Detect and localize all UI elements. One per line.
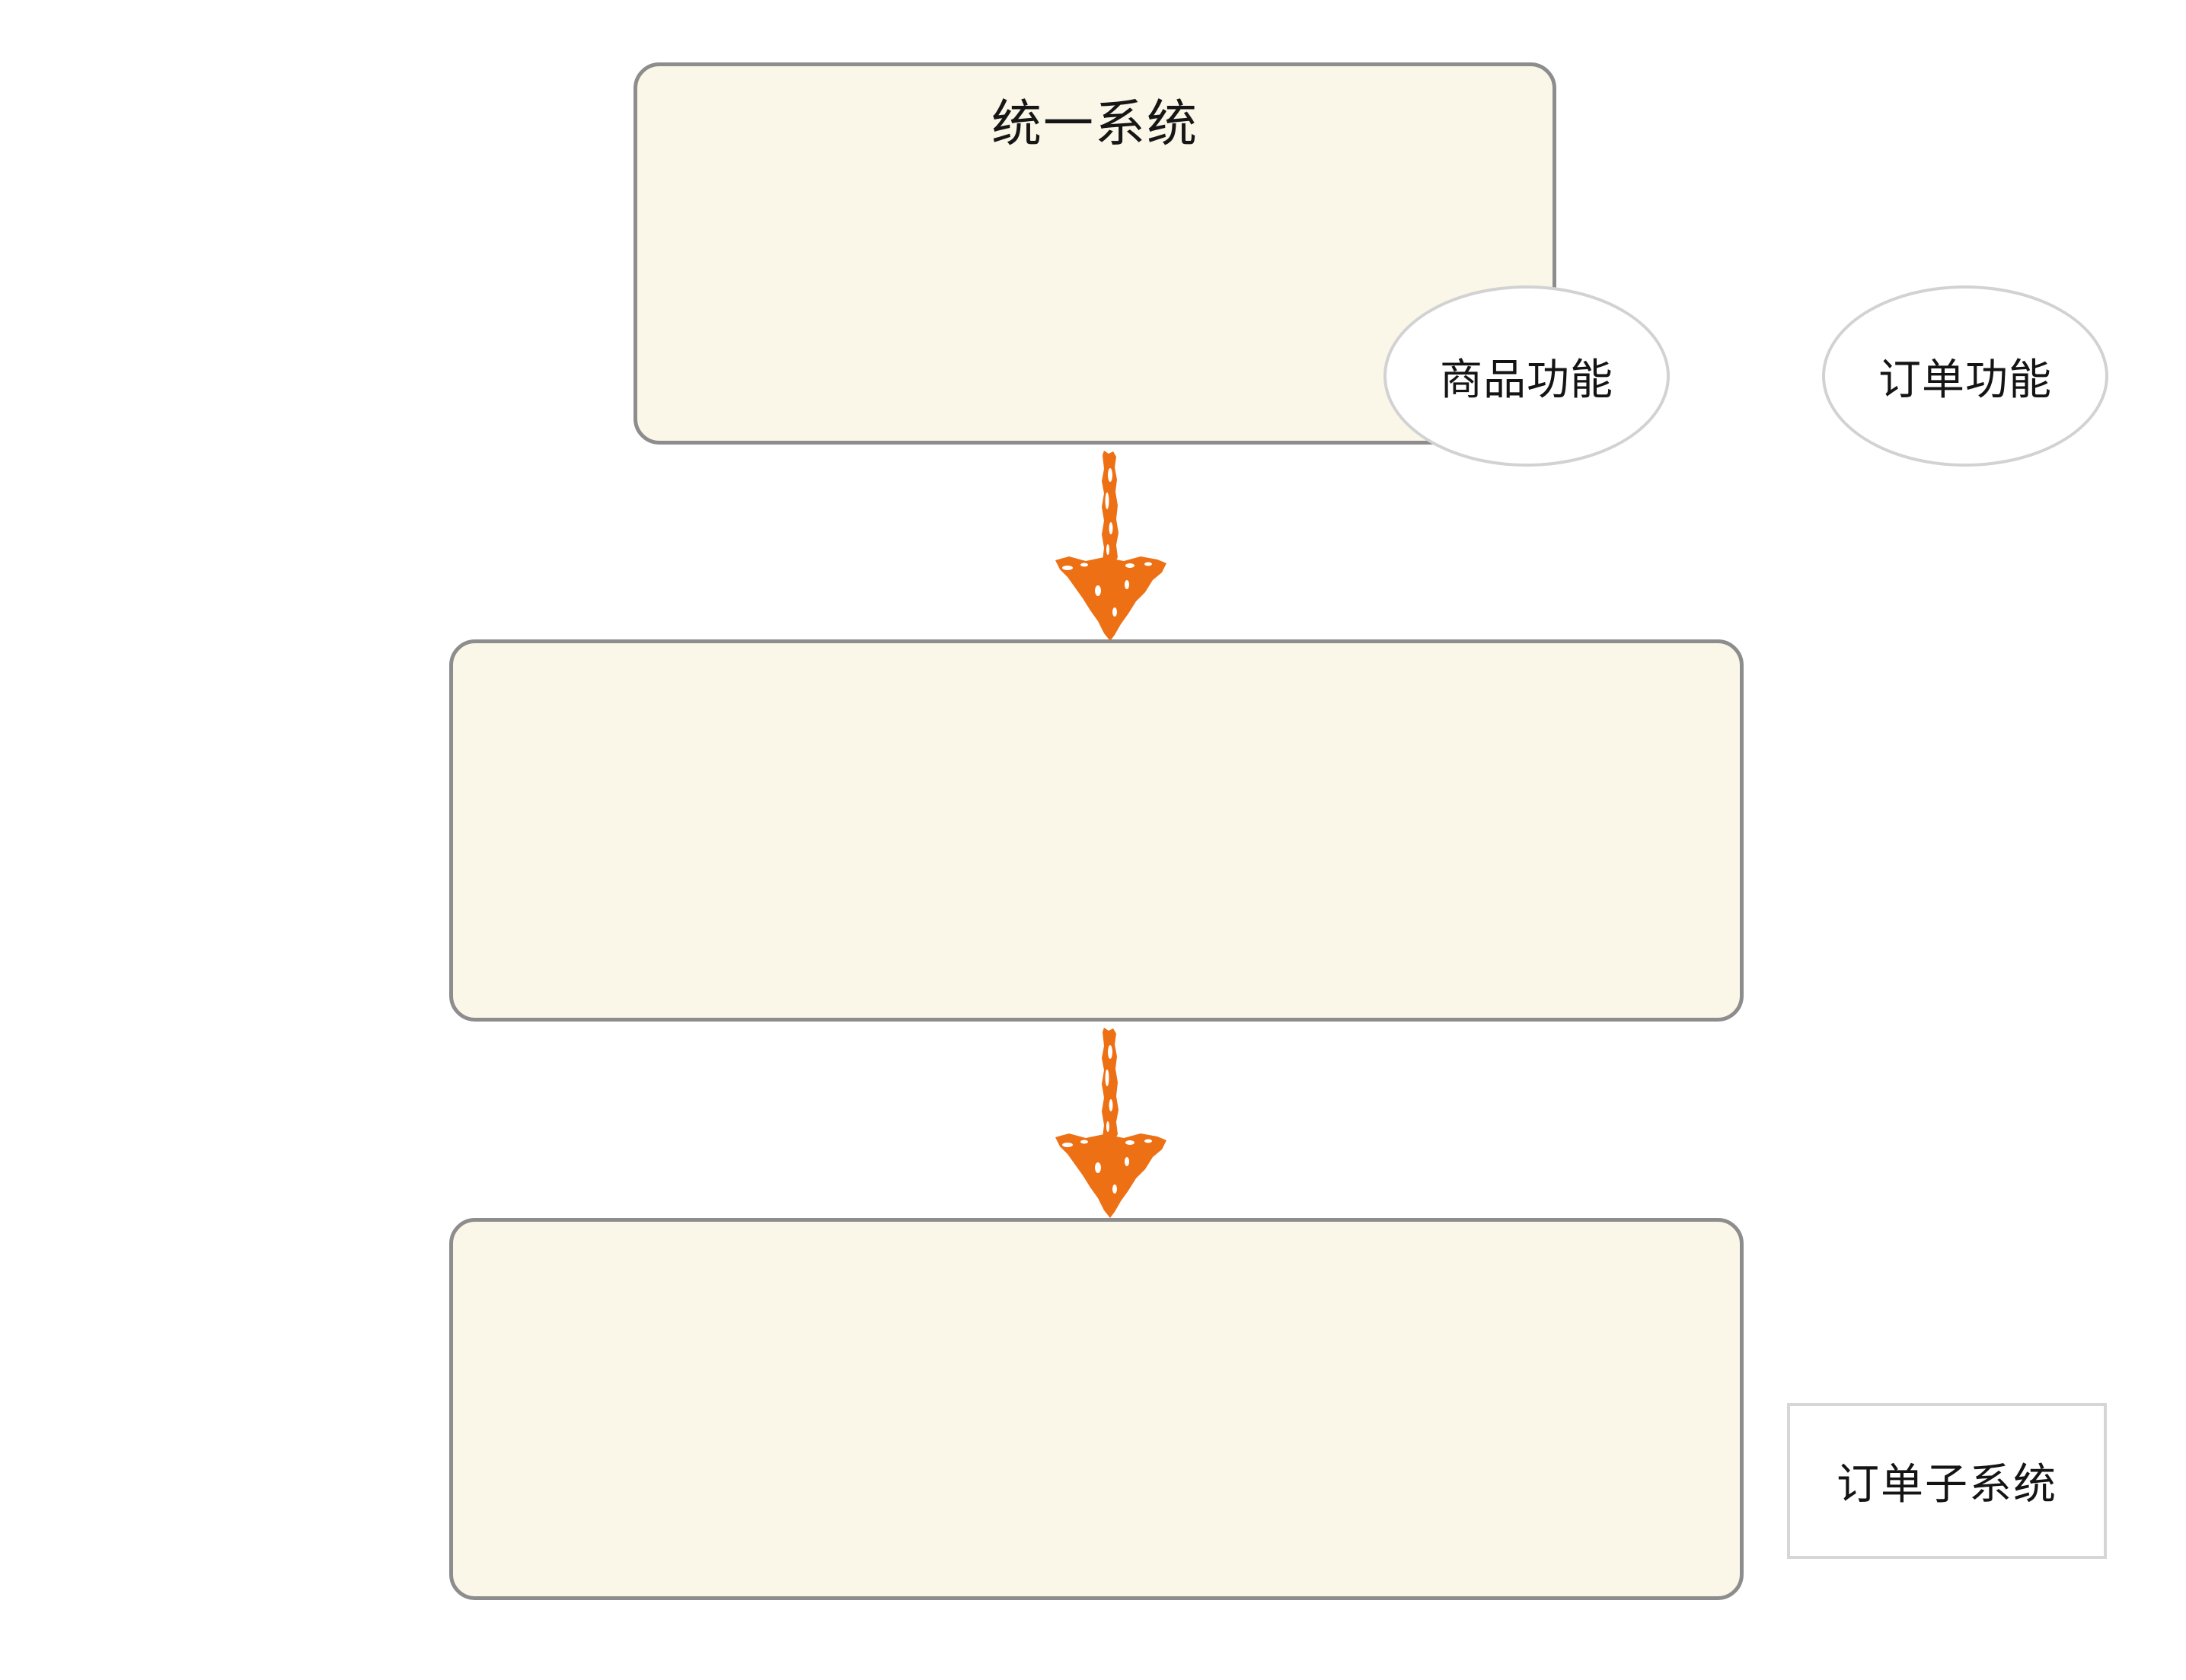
node-order-subsystem[interactable]: 订单子系统 [1787,1403,2107,1559]
arrow-down-middle-to-bottom [1051,1026,1173,1224]
node-product-function[interactable]: 商品功能 [1383,285,1670,467]
group-unified-system: 统一系统 商品功能 订单功能 [633,62,2108,467]
group-title-unified-system: 统一系统 [991,95,1198,151]
group-subsystems-level1: 商品子系统 订单子系统 [449,639,2107,1559]
group-subsystems-level2: 商品管理子系统 商品展示子系统 订单管理子系统 商品查询子系统 订单统计子系统 … [449,1218,1744,1600]
node-order-function[interactable]: 订单功能 [1822,285,2108,467]
arrow-down-top-to-middle [1051,449,1173,647]
